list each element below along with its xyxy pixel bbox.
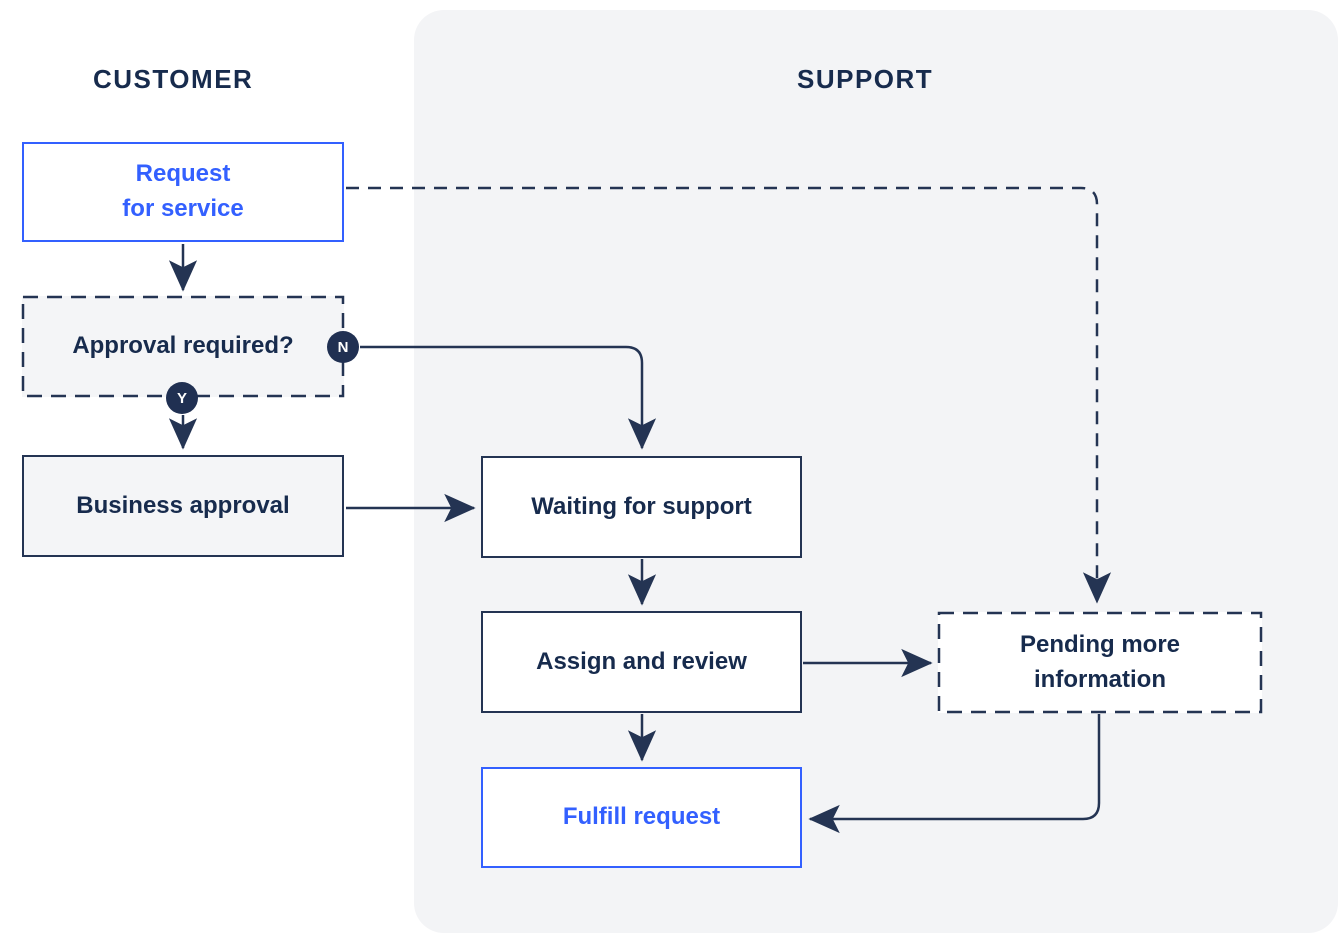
node-request-for-service-label: Request for service (122, 160, 244, 222)
node-request-for-service: Request for service (22, 142, 344, 242)
node-waiting-for-support-label: Waiting for support (531, 492, 752, 520)
lane-title-support: SUPPORT (797, 64, 934, 94)
node-waiting-for-support: Waiting for support (481, 456, 802, 558)
node-business-approval: Business approval (22, 455, 344, 557)
node-pending-more-information-label: Pending more information (1019, 630, 1181, 693)
node-fulfill-request: Fulfill request (481, 767, 802, 868)
badge-yes: Y (166, 382, 198, 414)
node-assign-and-review: Assign and review (481, 611, 802, 713)
node-fulfill-request-label: Fulfill request (562, 803, 721, 831)
node-business-approval-label: Business approval (76, 491, 290, 519)
lane-title-customer: CUSTOMER (93, 64, 254, 94)
badge-no: N (327, 331, 359, 363)
node-assign-and-review-label: Assign and review (536, 647, 747, 675)
node-approval-required-label: Approval required? (72, 332, 294, 360)
node-pending-more-information: Pending more information (938, 612, 1262, 713)
